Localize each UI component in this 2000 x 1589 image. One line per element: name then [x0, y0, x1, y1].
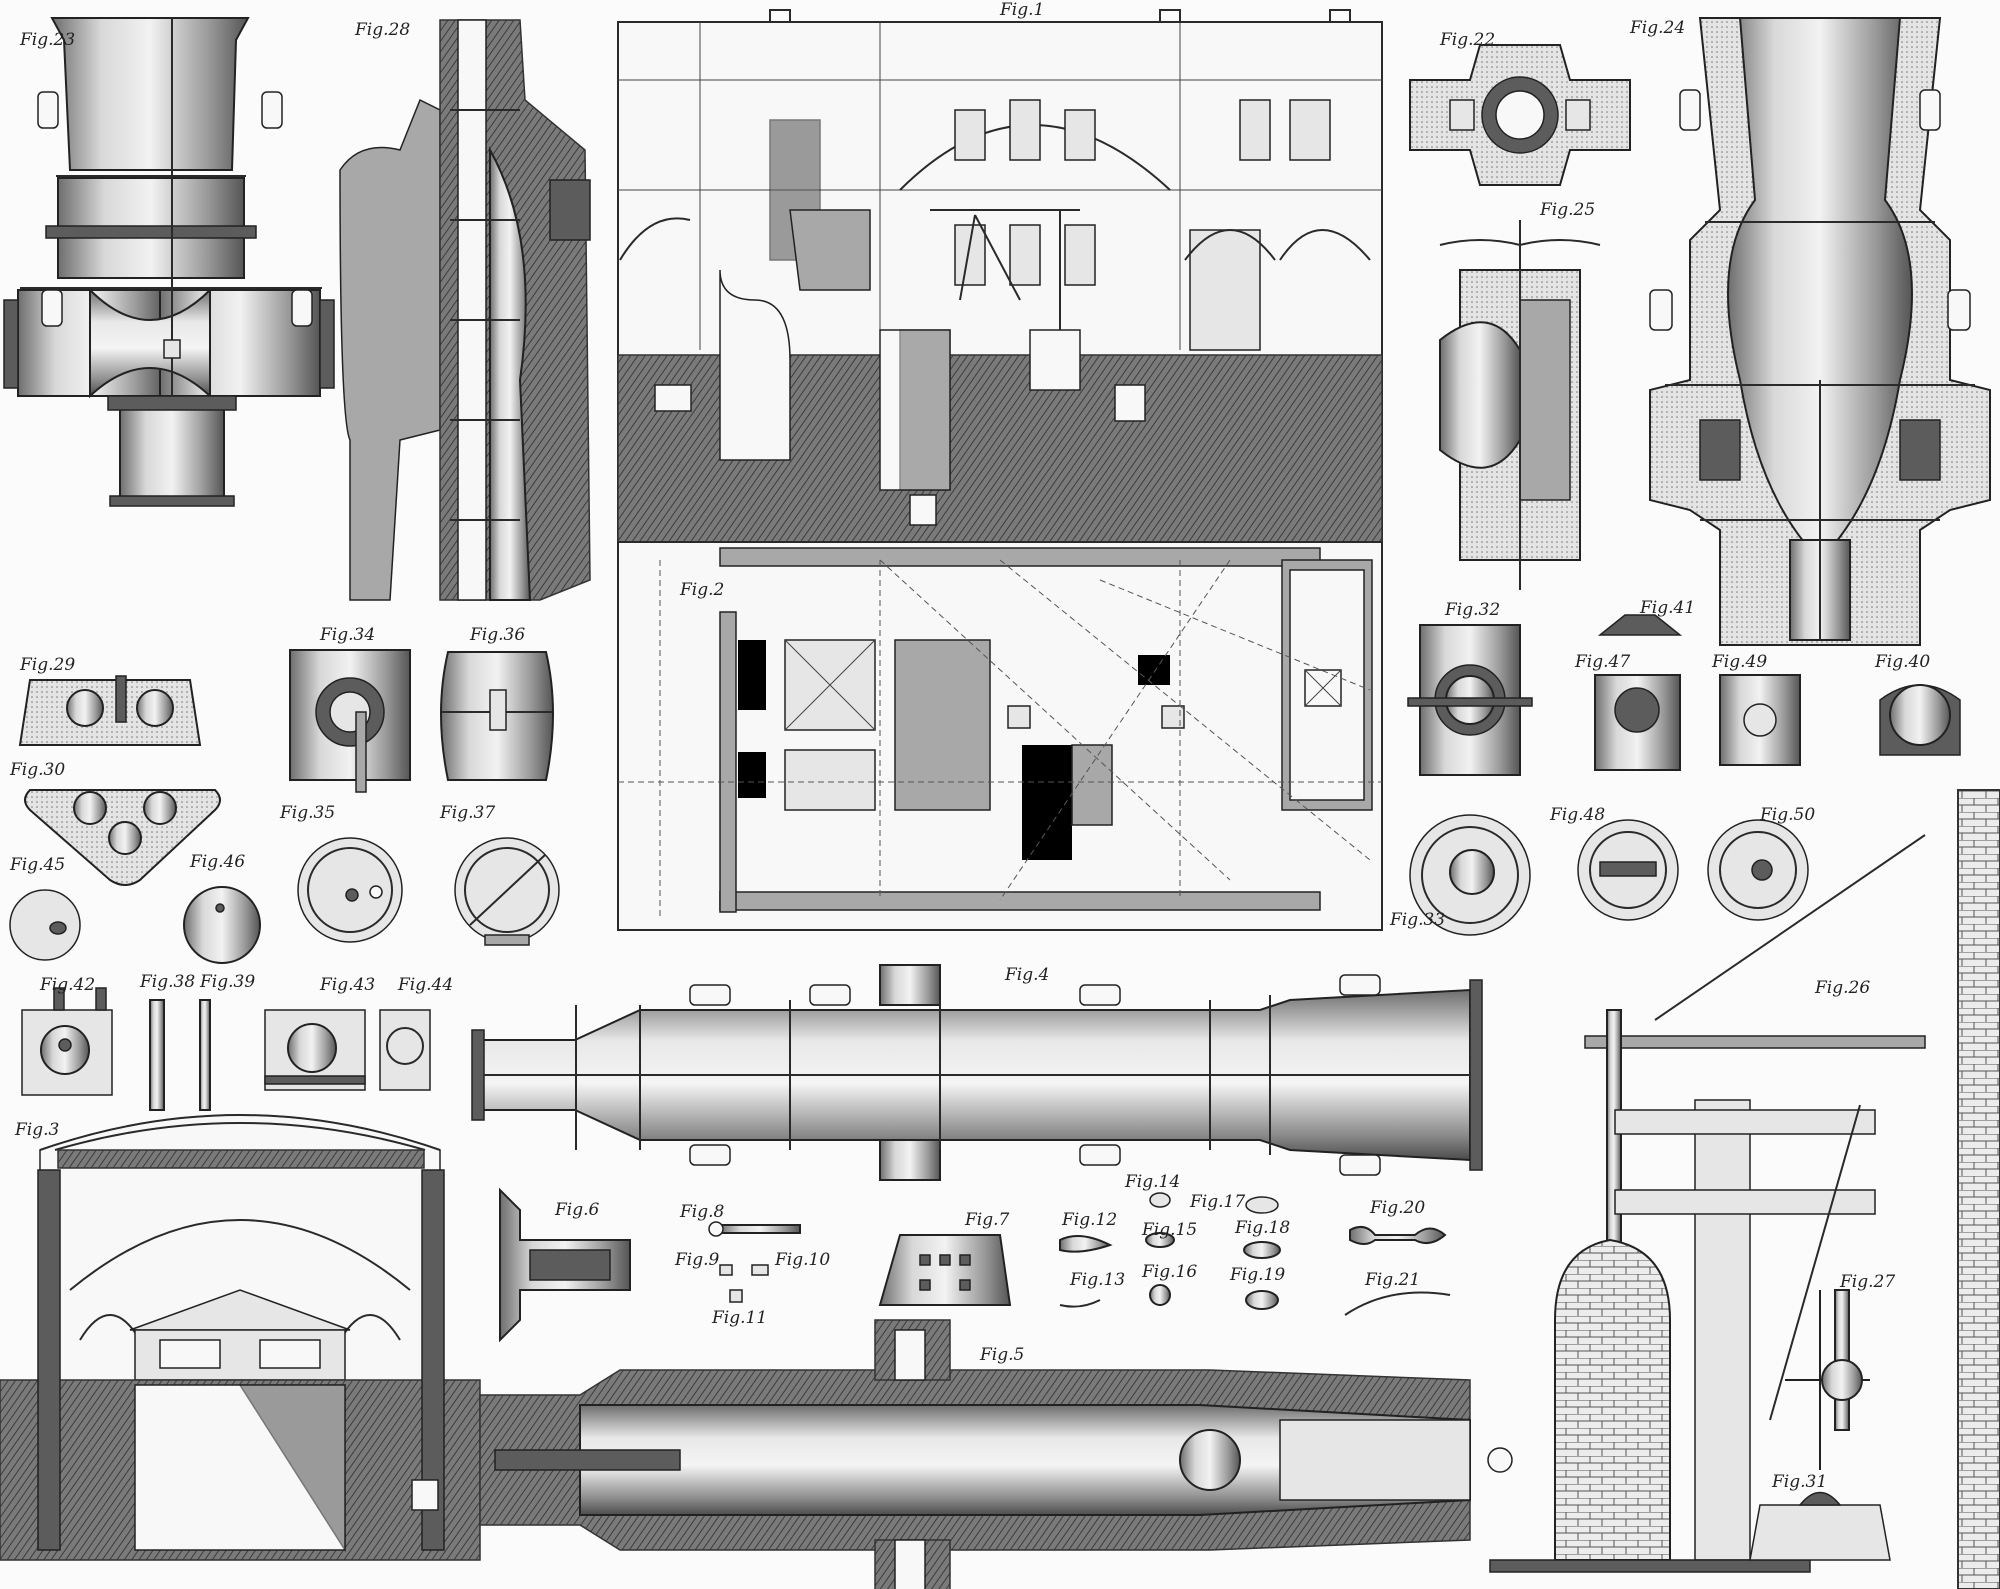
fig13-label: Fig.13	[1070, 1270, 1126, 1290]
fig5-label: Fig.5	[980, 1345, 1025, 1365]
fig10-label: Fig.10	[775, 1250, 831, 1270]
fig27-label: Fig.27	[1840, 1272, 1896, 1292]
fig47-mould	[1594, 674, 1681, 771]
fig3-building-elevation	[0, 1114, 481, 1561]
fig50-label: Fig.50	[1760, 805, 1816, 825]
fig28-label: Fig.28	[355, 20, 411, 40]
fig41-piece	[1597, 614, 1683, 636]
fig4-horizontal-mould	[471, 964, 1483, 1181]
fig6-label: Fig.6	[555, 1200, 600, 1220]
fig37-label: Fig.37	[440, 803, 496, 823]
fig2-plan	[617, 541, 1383, 931]
fig34-label: Fig.34	[320, 625, 376, 645]
fig39-tool	[199, 999, 211, 1111]
fig40-label: Fig.40	[1875, 652, 1931, 672]
fig4-label: Fig.4	[1005, 965, 1050, 985]
fig30-label: Fig.30	[10, 760, 66, 780]
fig17-label: Fig.17	[1190, 1192, 1246, 1212]
fig33-disc	[1409, 814, 1531, 936]
fig25-label: Fig.25	[1540, 200, 1596, 220]
fig42-mould	[21, 987, 113, 1096]
fig32-mould	[1407, 624, 1533, 776]
fig9-label: Fig.9	[675, 1250, 720, 1270]
fig7-block	[878, 1234, 1012, 1306]
fig30-mould	[24, 789, 221, 886]
fig48-label: Fig.48	[1550, 805, 1606, 825]
fig26-boring-machine	[1489, 789, 2000, 1589]
fig38-label: Fig.38	[140, 972, 196, 992]
fig32-label: Fig.32	[1445, 600, 1501, 620]
fig49-label: Fig.49	[1712, 652, 1768, 672]
fig3-label: Fig.3	[15, 1120, 60, 1140]
fig14-label: Fig.14	[1125, 1172, 1181, 1192]
fig19-label: Fig.19	[1230, 1265, 1286, 1285]
fig49-mould	[1719, 674, 1801, 766]
fig24-label: Fig.24	[1630, 18, 1686, 38]
fig22-mould-plan	[1409, 44, 1631, 186]
fig33-label: Fig.33	[1390, 910, 1446, 930]
fig31-label: Fig.31	[1772, 1472, 1828, 1492]
fig37-disc	[454, 837, 560, 946]
fig23-label: Fig.23	[20, 30, 76, 50]
fig39-label: Fig.39	[200, 972, 256, 992]
fig29-mould	[18, 675, 202, 746]
fig20-label: Fig.20	[1370, 1198, 1426, 1218]
fig18-label: Fig.18	[1235, 1218, 1291, 1238]
fig41-label: Fig.41	[1640, 598, 1696, 618]
fig8-label: Fig.8	[680, 1202, 725, 1222]
fig26-label: Fig.26	[1815, 978, 1871, 998]
fig45-label: Fig.45	[10, 855, 66, 875]
fig6-tool	[499, 1187, 631, 1343]
fig35-disc	[297, 837, 403, 943]
fig36-label: Fig.36	[470, 625, 526, 645]
fig44-label: Fig.44	[398, 975, 454, 995]
fig36-mould	[440, 651, 554, 781]
fig15-label: Fig.15	[1142, 1220, 1198, 1240]
fig1-label: Fig.1	[1000, 0, 1045, 20]
fig46-ball	[183, 886, 261, 964]
fig34-mould	[289, 649, 411, 793]
fig16-label: Fig.16	[1142, 1262, 1198, 1282]
small-tools	[708, 1192, 1451, 1316]
fig35-label: Fig.35	[280, 803, 336, 823]
fig7-label: Fig.7	[965, 1210, 1010, 1230]
fig50-disc	[1707, 819, 1809, 921]
fig24-vertical-section	[1649, 17, 1991, 646]
fig43-label: Fig.43	[320, 975, 376, 995]
fig43-mould	[264, 1009, 366, 1091]
fig47-label: Fig.47	[1575, 652, 1631, 672]
fig28-section	[339, 19, 591, 601]
fig42-label: Fig.42	[40, 975, 96, 995]
fig46-label: Fig.46	[190, 852, 246, 872]
fig44-mould	[379, 1009, 431, 1091]
fig5-horizontal-section	[479, 1319, 1513, 1589]
fig2-label: Fig.2	[680, 580, 725, 600]
fig45-ball	[9, 889, 81, 961]
fig40-ball	[1879, 684, 1961, 756]
fig38-tool	[149, 999, 165, 1111]
fig29-label: Fig.29	[20, 655, 76, 675]
fig21-label: Fig.21	[1365, 1270, 1421, 1290]
fig22-label: Fig.22	[1440, 30, 1496, 50]
fig12-label: Fig.12	[1062, 1210, 1118, 1230]
fig25-core-section	[1439, 220, 1601, 590]
fig48-disc	[1577, 819, 1679, 921]
fig11-label: Fig.11	[712, 1308, 768, 1328]
fig1-building-section	[617, 9, 1383, 543]
fig23-vertical-mould	[3, 17, 335, 507]
